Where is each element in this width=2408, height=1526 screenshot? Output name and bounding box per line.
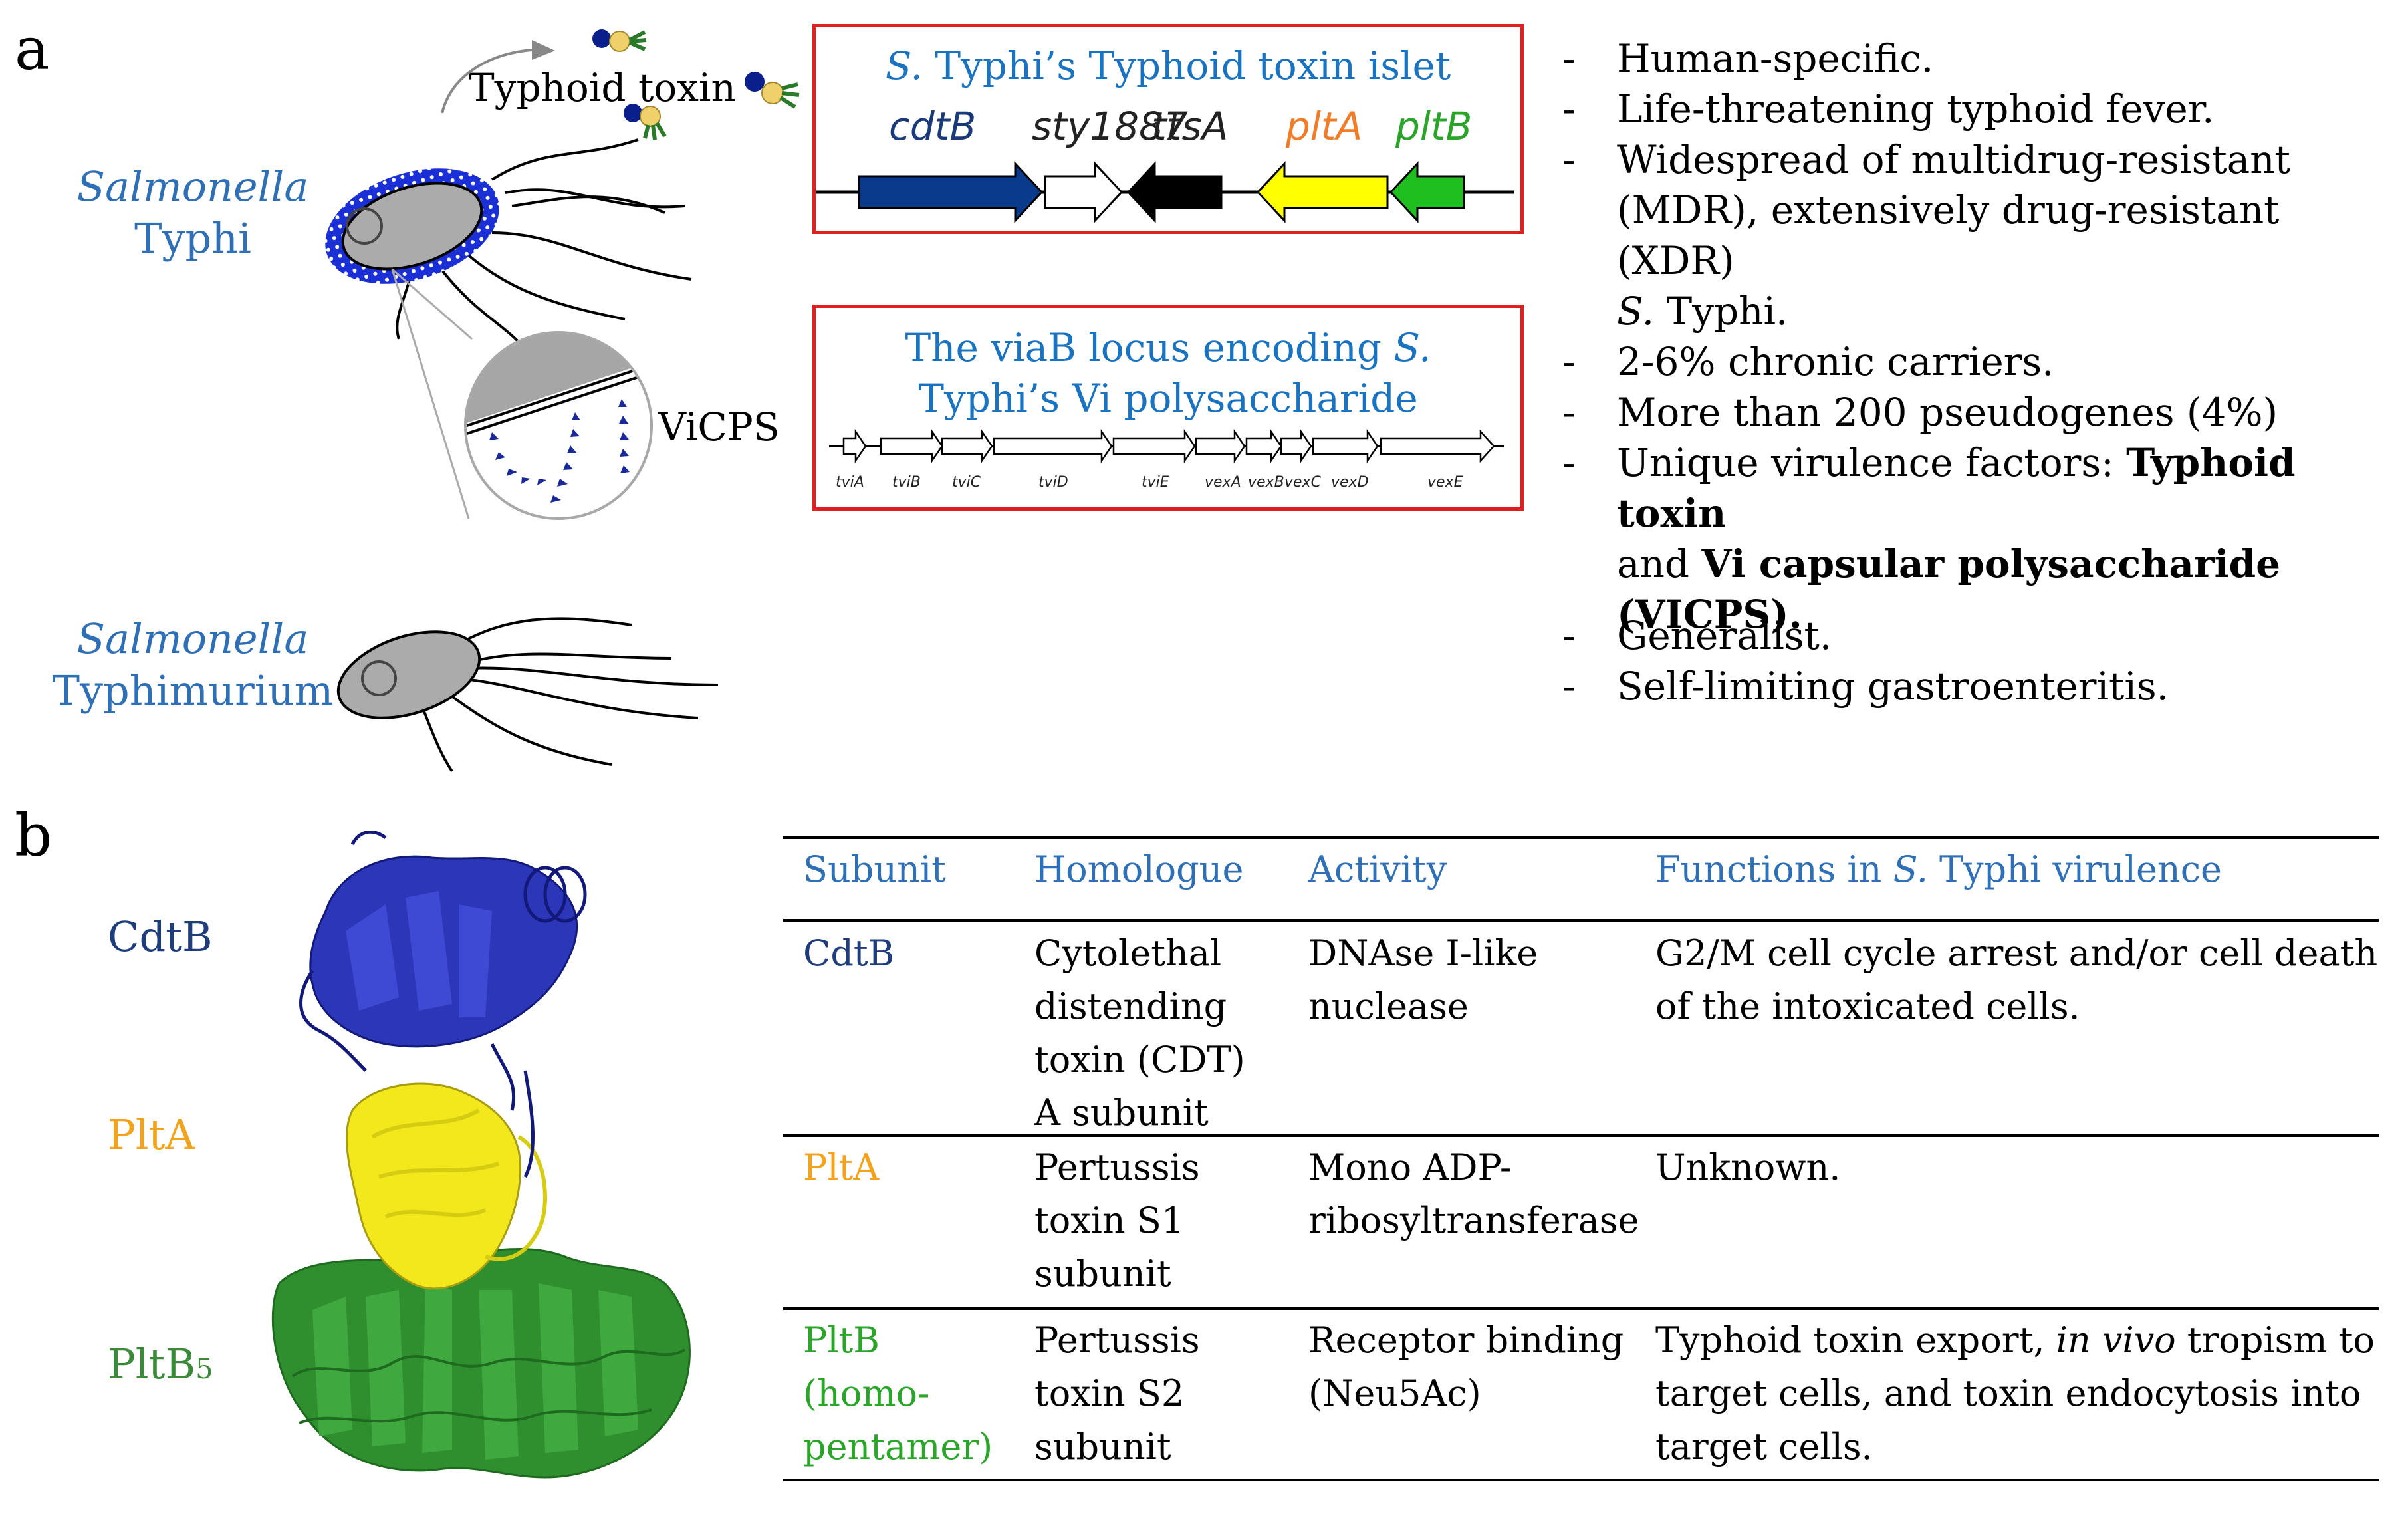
gene-tvie: tviE <box>1142 474 1169 491</box>
list-item: -Self-limiting gastroenteritis. <box>1562 664 2169 709</box>
typhi-species: Typhi <box>134 214 251 263</box>
list-item: -More than 200 pseudogenes (4%) <box>1562 390 2278 435</box>
panel-a-letter: a <box>15 15 50 83</box>
gene-vexb: vexB <box>1248 474 1284 491</box>
table-row-cdtb-function: G2/M cell cycle arrest and/or cell death… <box>1655 932 2378 1027</box>
typhi-bacterium-illustration <box>325 29 692 520</box>
viab-gene-map <box>829 428 1504 464</box>
typhoid-toxin-structure <box>271 831 691 1479</box>
table-row-pltb-function: Typhoid toxin export, in vivo tropism to… <box>1655 1319 2375 1467</box>
viab-title: The viaB locus encoding S. Typhi’s Vi po… <box>905 325 1431 421</box>
gene-tvib: tviB <box>892 474 921 491</box>
toxin-islet-box: S. Typhi’s Typhoid toxin islet cdtB sty1… <box>812 24 1524 234</box>
gene-tvid: tviD <box>1038 474 1068 491</box>
typhimurium-name: Salmonella Typhimurium <box>40 613 346 717</box>
toxin-molecule-icon <box>745 72 800 109</box>
toxin-islet-title: S. Typhi’s Typhoid toxin islet <box>885 43 1451 88</box>
table-row-rule <box>783 1307 2379 1310</box>
typhi-name: Salmonella Typhi <box>73 161 312 265</box>
typhi-genus: Salmonella <box>76 162 309 211</box>
typhi-features-list: -Human-specific. -Life-threatening typho… <box>1562 33 2400 640</box>
gene-label-sty1887: sty1887 <box>1032 104 1188 149</box>
col-header-homologue: Homologue <box>1034 848 1244 890</box>
typhoid-toxin-label: Typhoid toxin <box>469 65 736 110</box>
col-header-functions: Functions in S. Typhi virulence <box>1655 848 2222 890</box>
gene-vexe: vexE <box>1427 474 1463 491</box>
plta-structure-label: PltA <box>108 1110 195 1159</box>
typhimurium-bacterium-illustration <box>336 617 719 773</box>
typhimurium-species: Typhimurium <box>52 666 334 715</box>
col-header-subunit: Subunit <box>803 848 946 890</box>
typhimurium-features-list: -Generalist. -Self-limiting gastroenteri… <box>1562 610 2360 711</box>
cdtb-structure-label: CdtB <box>108 912 213 961</box>
pltb-structure-label: PltB5 <box>108 1340 213 1388</box>
toxin-islet-gene-map <box>816 161 1514 223</box>
table-row-plta-activity: Mono ADP-ribosyltransferase <box>1308 1146 1639 1241</box>
gene-tvia: tviA <box>836 474 864 491</box>
typhimurium-genus: Salmonella <box>76 614 309 663</box>
table-header-rule <box>783 919 2379 922</box>
table-row-pltb-activity: Receptor binding(Neu5Ac) <box>1308 1319 1624 1414</box>
gene-label-pltb: pltB <box>1395 104 1473 149</box>
gene-label-cdtb: cdtB <box>889 104 977 149</box>
table-row-pltb-subunit: PltB(homo-pentamer) <box>803 1319 993 1467</box>
table-bottom-rule <box>783 1479 2379 1481</box>
table-row-plta-subunit: PltA <box>803 1146 880 1188</box>
list-item: -Unique virulence factors: Typhoid toxin… <box>1562 440 2296 637</box>
col-header-activity: Activity <box>1308 848 1447 890</box>
list-item: -Widespread of multidrug-resistant (MDR)… <box>1562 137 2290 334</box>
gene-vexa: vexA <box>1205 474 1241 491</box>
gene-tvic: tviC <box>952 474 981 491</box>
vicps-label: ViCPS <box>658 404 780 449</box>
table-row-rule <box>783 1134 2379 1137</box>
gene-label-ttsa: ttsA <box>1151 104 1229 149</box>
gene-vexc: vexC <box>1284 474 1321 491</box>
gene-vexd: vexD <box>1331 474 1369 491</box>
list-item: -Human-specific. <box>1562 36 1934 81</box>
gene-label-plta: pltA <box>1286 104 1363 149</box>
list-item: -Generalist. <box>1562 613 1832 658</box>
table-top-rule <box>783 836 2379 839</box>
list-item: -2-6% chronic carriers. <box>1562 339 2054 384</box>
viab-box: The viaB locus encoding S. Typhi’s Vi po… <box>812 305 1524 511</box>
table-row-plta-function: Unknown. <box>1655 1146 1841 1188</box>
table-row-cdtb-subunit: CdtB <box>803 932 895 974</box>
panel-b-letter: b <box>15 801 53 870</box>
list-item: -Life-threatening typhoid fever. <box>1562 86 2215 132</box>
